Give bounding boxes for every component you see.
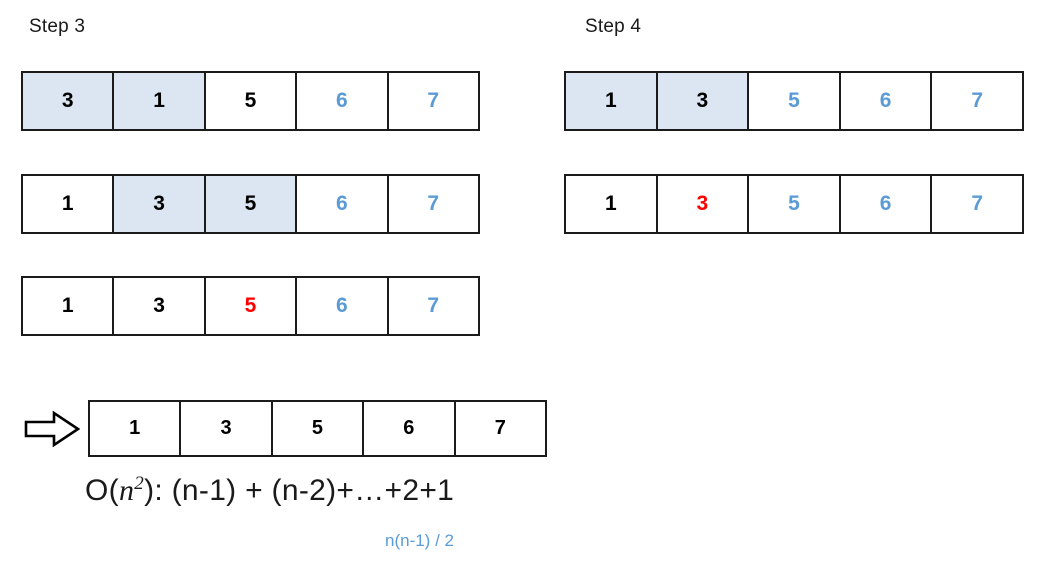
array-cell: 6 [297,176,389,232]
array-cell: 5 [205,278,298,334]
step-4-title: Step 4 [585,16,642,37]
array-cell: 5 [272,402,365,455]
array-cell: 3 [23,73,115,129]
array-cell: 7 [932,176,1024,232]
formula-suffix: ): (n-1) + (n-2)+…+2+1 [144,474,455,507]
array-cell: 7 [388,278,480,334]
array-cell: 1 [566,73,658,129]
complexity-formula: O(n2): (n-1) + (n-2)+…+2+1 [85,474,454,508]
array-cell: 7 [932,73,1024,129]
array-cell: 7 [388,176,480,232]
array-cell: 5 [205,176,298,232]
array-cell: 6 [840,73,933,129]
array-cell: 5 [749,73,841,129]
array-cell: 1 [90,402,182,455]
array-cell: 7 [455,402,547,455]
array-cell: 5 [749,176,841,232]
array-cell: 3 [657,73,750,129]
array-cell: 6 [297,278,389,334]
array-cell: 3 [114,278,206,334]
array-cell: 1 [114,73,206,129]
array-cell: 3 [114,176,206,232]
array-cell: 6 [297,73,389,129]
formula-prefix: O( [85,474,119,507]
array-cell: 3 [181,402,273,455]
array-cell: 7 [388,73,480,129]
array-cell: 6 [840,176,933,232]
arrow-right-outline-icon [24,410,81,448]
array-cell: 3 [657,176,750,232]
formula-variable: n [118,474,135,507]
formula-exponent: 2 [134,473,145,494]
array-cell: 1 [23,278,115,334]
step-3-title: Step 3 [29,16,86,37]
closed-form-formula: n(n-1) / 2 [385,531,454,550]
array-cell: 1 [23,176,115,232]
array-cell: 6 [364,402,456,455]
array-cell: 5 [205,73,298,129]
array-cell: 1 [566,176,658,232]
